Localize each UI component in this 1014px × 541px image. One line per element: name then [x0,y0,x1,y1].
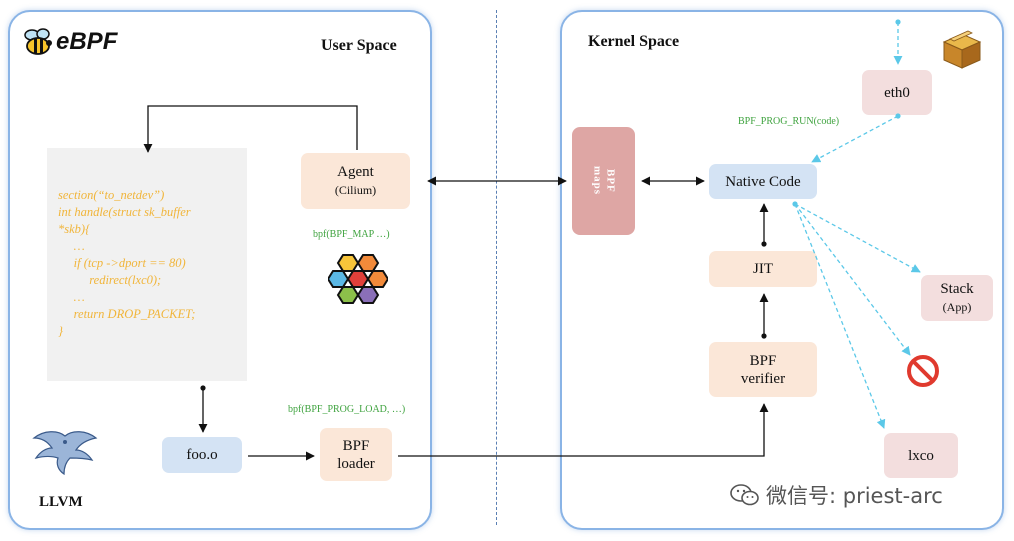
code-line: *skb){ [58,222,91,236]
object-file-label: foo.o [186,447,218,463]
code-line: return DROP_PACKET; [58,307,196,321]
bpf-prog-run-label: BPF_PROG_RUN(code) [738,116,840,127]
stack-subtitle: (App) [942,300,972,314]
bpf-maps-label: BPF maps [591,166,617,196]
native-to-stack-flow [792,201,921,273]
code-block: section(“to_netdev”) int handle(struct s… [47,148,247,381]
bpf-map-call-label: bpf(BPF_MAP …) [313,229,390,240]
loader-line2: loader [337,455,375,472]
code-line: } [58,324,63,338]
agent-node: Agent (Cilium) [301,153,410,209]
object-file-node: foo.o [162,437,242,473]
code-line: int handle(struct sk_buffer [58,205,191,219]
code-line: section(“to_netdev”) [58,188,165,202]
code-line: … [58,290,85,304]
wechat-icon [730,484,759,506]
code-line: redirect(lxc0); [58,273,162,287]
loader-to-verifier-arrow [398,403,769,457]
llvm-dragon-icon [32,431,98,476]
eth0-label: eth0 [884,84,910,101]
logo-text: eBPF [56,28,118,55]
lxco-label: lxco [908,447,934,464]
agent-title: Agent [337,164,374,180]
ebpf-logo: eBPF [22,26,132,58]
lxco-node: lxco [884,433,958,478]
bpf-loader-node: BPF loader [320,428,392,481]
native-code-label: Native Code [725,173,801,190]
verifier-line1: BPF [749,352,777,369]
native-code-node: Native Code [709,164,817,199]
space-divider [496,10,497,525]
package-box-icon [942,30,982,69]
eth0-to-native-flow [811,113,901,163]
kernel-space-title: Kernel Space [588,33,680,50]
bpf-prog-load-call-label: bpf(BPF_PROG_LOAD, …) [288,404,406,415]
eth0-node: eth0 [862,70,932,115]
agent-subtitle: (Cilium) [334,183,377,197]
native-to-drop-flow [794,203,911,356]
code-line: if (tcp ->dport == 80) [58,256,186,270]
stack-node: Stack (App) [921,275,993,321]
watermark-text: 微信号: priest-arc [766,484,943,508]
verifier-line2: verifier [740,370,786,387]
bee-icon [24,28,52,55]
native-to-lxco-flow [794,203,886,429]
jit-label: JIT [753,261,773,277]
stack-title: Stack [940,281,974,297]
watermark: 微信号: priest-arc [730,480,943,510]
bpf-maps-node: BPF maps [572,127,635,235]
code-line: … [58,239,85,253]
drop-prohibited-icon [907,355,939,387]
llvm-label: LLVM [39,494,83,510]
loader-line1: BPF [342,437,370,454]
agent-to-code-arrow [143,105,358,153]
user-space-title: User Space [321,37,397,54]
bpf-verifier-node: BPF verifier [709,342,817,397]
cilium-logo-icon [328,254,388,304]
